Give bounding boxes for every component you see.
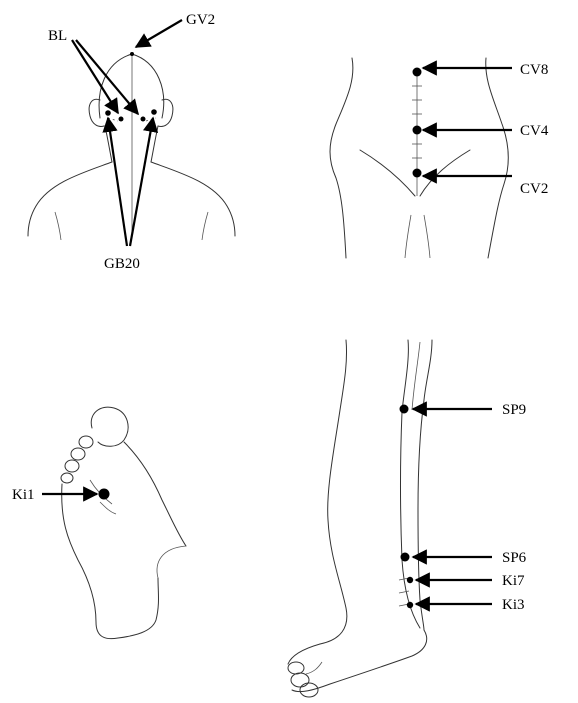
cv2-label: CV2 (520, 181, 548, 197)
abdomen-panel: CV8 CV4 CV2 (330, 58, 549, 258)
gb20-arrow-left (108, 118, 127, 246)
sp6-point (401, 553, 410, 562)
bl-point-right (141, 117, 146, 122)
bl-arrow-right (76, 40, 138, 114)
cv8-point (413, 68, 422, 77)
sp9-label: SP9 (502, 402, 526, 418)
ki1-label: Ki1 (12, 487, 35, 503)
bl-label: BL (48, 28, 67, 44)
ki3-label: Ki3 (502, 597, 525, 613)
bl-point-left (119, 117, 124, 122)
leg-outline (288, 340, 432, 697)
abdomen-outline (330, 58, 508, 258)
foot-sole-outline (61, 407, 186, 639)
gb20-label: GB20 (104, 256, 140, 272)
gb20-point-left (105, 110, 111, 116)
gv2-arrow (136, 20, 182, 47)
bl-arrow-left (72, 40, 118, 113)
gv2-label: GV2 (186, 12, 215, 28)
cv4-label: CV4 (520, 123, 549, 139)
head-outline (28, 54, 235, 240)
ki7-point (407, 577, 413, 583)
sp9-point (400, 405, 409, 414)
gb20-arrow-right (130, 118, 153, 246)
foot-sole-panel: Ki1 (12, 407, 186, 639)
ki1-point (99, 489, 110, 500)
cv4-point (413, 126, 422, 135)
head-neck-panel: GV2 BL GB20 (28, 12, 235, 272)
ki7-label: Ki7 (502, 573, 525, 589)
ki3-point (407, 602, 413, 608)
gb20-point-right (151, 109, 157, 115)
cv8-label: CV8 (520, 62, 548, 78)
sp6-label: SP6 (502, 550, 527, 566)
cv2-point (413, 169, 422, 178)
gv2-point (130, 52, 134, 56)
leg-panel: SP9 SP6 Ki7 Ki3 (288, 340, 527, 697)
